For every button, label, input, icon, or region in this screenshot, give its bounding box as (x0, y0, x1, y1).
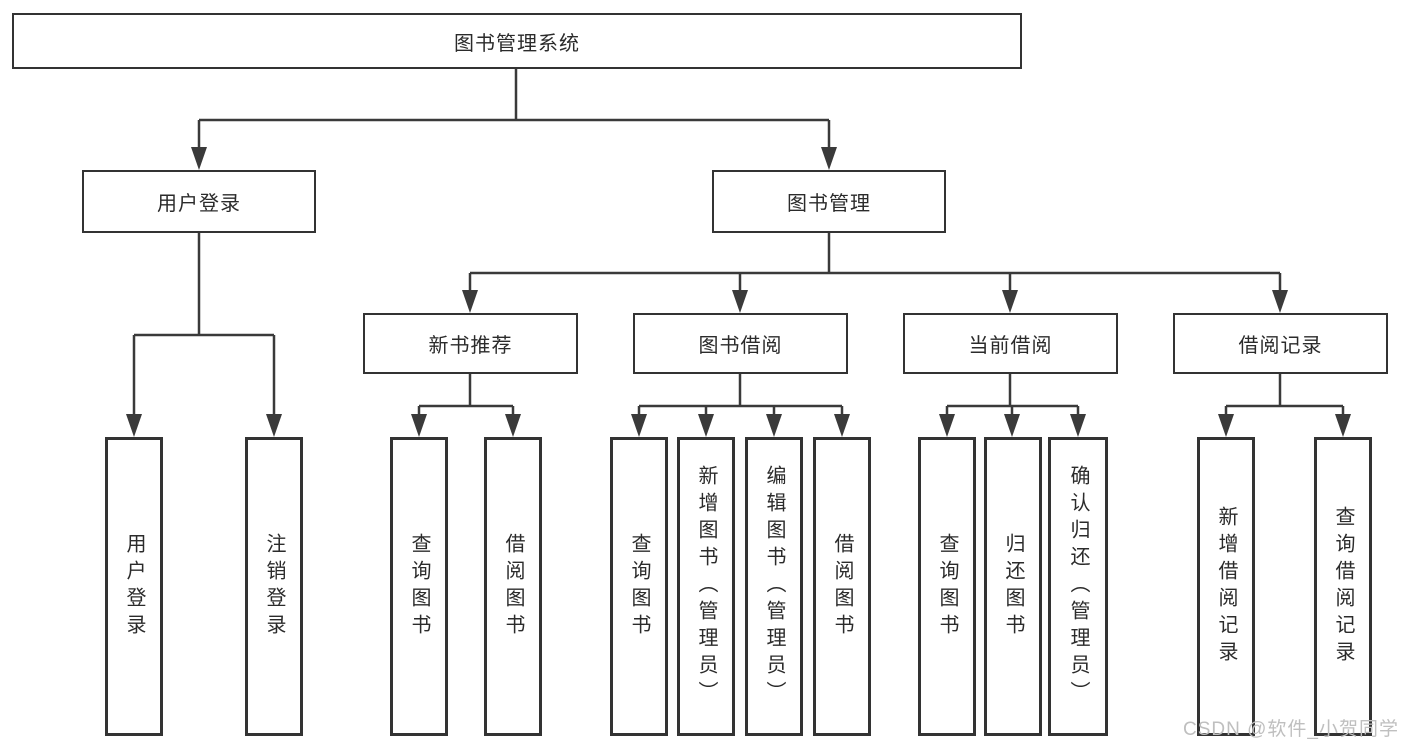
node-book-borrow: 图书借阅 (633, 313, 848, 374)
node-book-management-label: 图书管理 (787, 193, 871, 215)
node-new-book-recommend-label: 新书推荐 (428, 335, 513, 357)
node-root: 图书管理系统 (12, 13, 1022, 69)
node-book-management: 图书管理 (712, 170, 946, 233)
leaf-borrow-books-recommend: 借阅图书 (484, 437, 542, 736)
node-user-login-label: 用户登录 (157, 193, 241, 215)
node-book-borrow-label: 图书借阅 (698, 335, 783, 357)
leaf-query-books-borrow: 查询图书 (610, 437, 668, 736)
node-root-label: 图书管理系统 (454, 32, 580, 55)
node-current-borrow: 当前借阅 (903, 313, 1118, 374)
leaf-query-books-recommend-label: 查询图书 (408, 532, 430, 641)
node-borrow-records-label: 借阅记录 (1238, 335, 1323, 357)
arrowheads (126, 147, 1351, 437)
leaf-query-books-current-label: 查询图书 (936, 532, 958, 641)
leaf-borrow-books-recommend-label: 借阅图书 (502, 532, 524, 641)
leaf-query-borrow-record: 查询借阅记录 (1314, 437, 1372, 736)
node-borrow-records: 借阅记录 (1173, 313, 1388, 374)
leaf-query-books-recommend: 查询图书 (390, 437, 448, 736)
leaf-return-book-label: 归还图书 (1002, 532, 1024, 641)
leaf-query-books-borrow-label: 查询图书 (628, 532, 650, 641)
leaf-edit-book-admin: 编辑图书（管理员） (745, 437, 803, 736)
leaf-add-book-admin: 新增图书（管理员） (677, 437, 735, 736)
leaf-query-books-current: 查询图书 (918, 437, 976, 736)
leaf-user-login: 用户登录 (105, 437, 163, 736)
node-current-borrow-label: 当前借阅 (968, 335, 1053, 357)
leaf-confirm-return-admin-label: 确认归还（管理员） (1067, 465, 1089, 708)
leaf-borrow-books: 借阅图书 (813, 437, 871, 736)
leaf-borrow-books-label: 借阅图书 (831, 532, 853, 641)
node-new-book-recommend: 新书推荐 (363, 313, 578, 374)
leaf-logout: 注销登录 (245, 437, 303, 736)
leaf-add-borrow-record-label: 新增借阅记录 (1215, 505, 1237, 668)
leaf-user-login-label: 用户登录 (123, 532, 145, 641)
leaf-return-book: 归还图书 (984, 437, 1042, 736)
tree-edges (132, 69, 1345, 420)
leaf-logout-label: 注销登录 (263, 532, 285, 641)
leaf-query-borrow-record-label: 查询借阅记录 (1332, 505, 1354, 668)
leaf-add-book-admin-label: 新增图书（管理员） (695, 465, 717, 708)
node-user-login: 用户登录 (82, 170, 316, 233)
leaf-add-borrow-record: 新增借阅记录 (1197, 437, 1255, 736)
leaf-confirm-return-admin: 确认归还（管理员） (1048, 437, 1108, 736)
leaf-edit-book-admin-label: 编辑图书（管理员） (763, 465, 785, 708)
